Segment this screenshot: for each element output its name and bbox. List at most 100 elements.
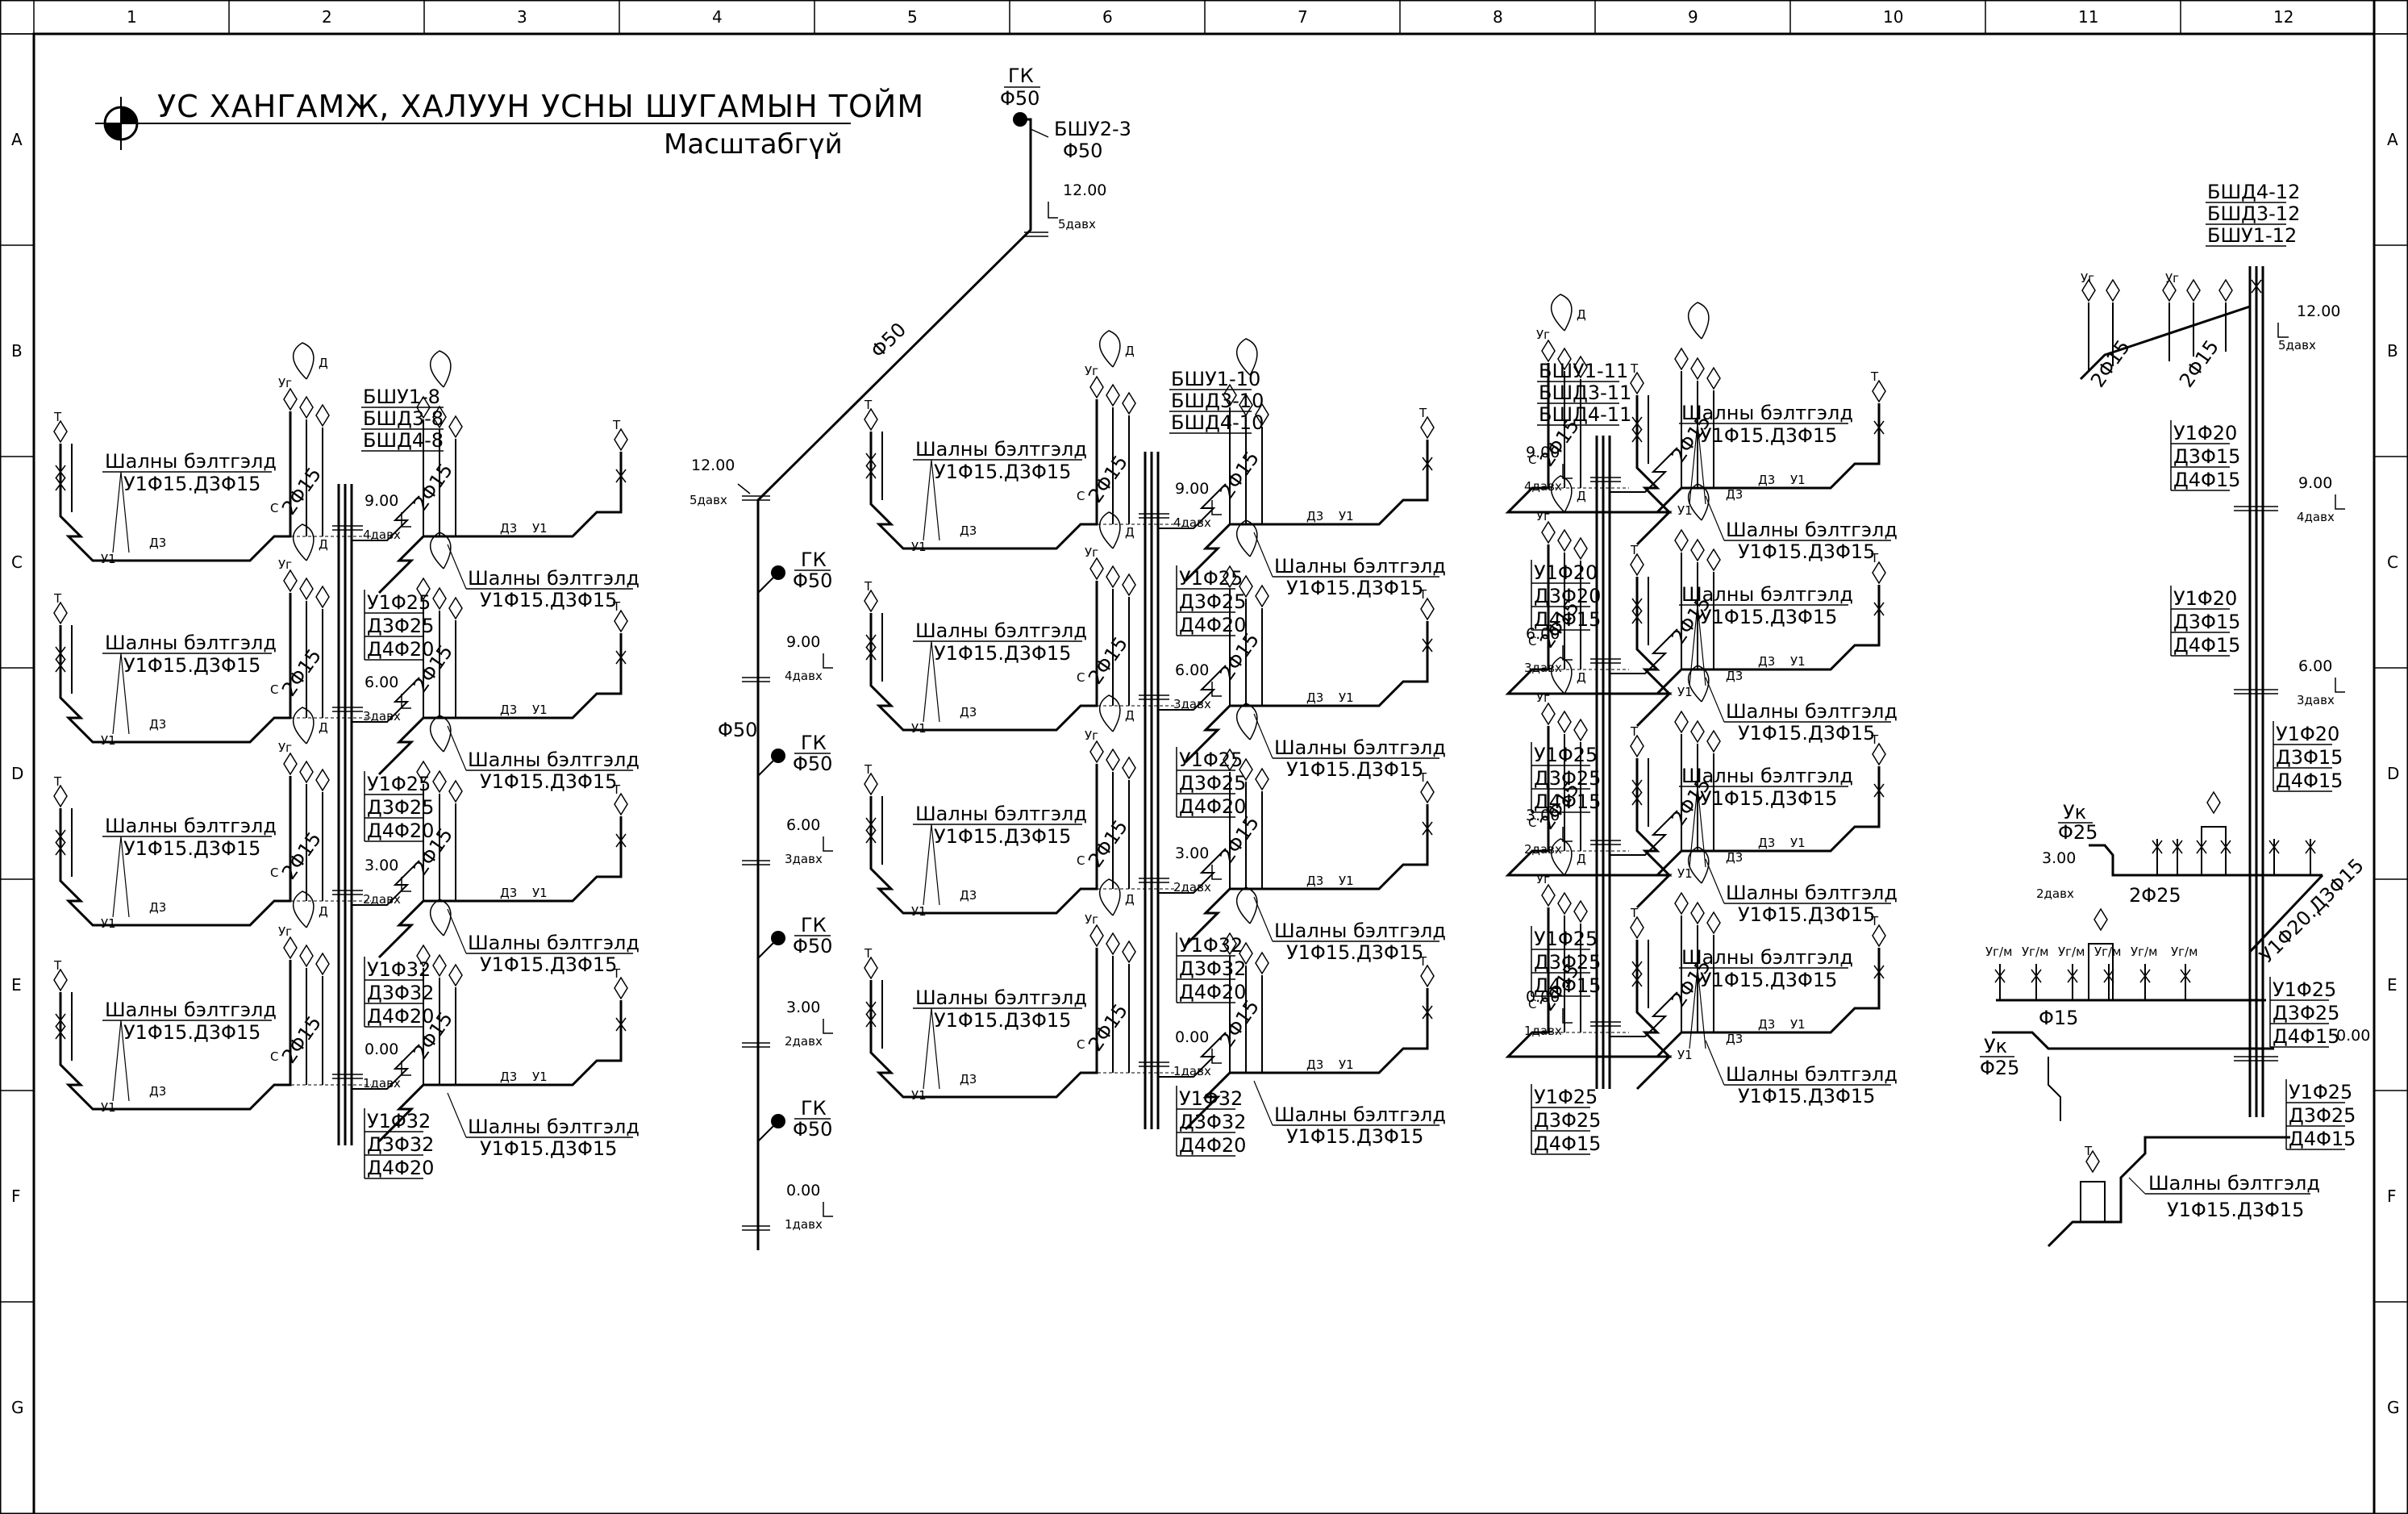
fixture-icon (1690, 538, 1705, 562)
riser-spec: Д3Φ15 (2276, 746, 2343, 769)
fixture-label: Уг (1085, 728, 1098, 743)
mid-loop (2201, 826, 2227, 875)
shower-hose-icon (1099, 694, 1121, 732)
floor-branch-right (1635, 948, 1881, 1091)
pipe-dia: 2Φ15 (1215, 995, 1264, 1051)
floor-prep-spec: У1Φ15.Д3Φ15 (934, 825, 1071, 848)
valve-icon (615, 650, 627, 665)
valve-icon (865, 465, 877, 479)
fixture-icon (614, 609, 628, 633)
pipe-tag: Д3 (1726, 487, 1743, 502)
fixture-label: С (1077, 489, 1085, 503)
fixture-icon (432, 770, 447, 794)
riser-spec: Д3Φ25 (1179, 590, 1246, 613)
fixture-icon (432, 405, 447, 429)
riser-tag: БШД4-11 (1539, 403, 1631, 426)
floor-prep-label: Шалны бэлтгэлд (1681, 402, 1853, 424)
riser-spec: Д4Φ15 (2276, 770, 2343, 792)
fixture-label: С (270, 865, 278, 880)
row-label-right: G (2387, 1398, 2400, 1417)
right-stub (1610, 991, 1678, 1037)
pipe-tag: Д3 (1306, 874, 1323, 888)
fixture-icon (1089, 924, 1104, 948)
left-level: 12.00 (691, 457, 735, 474)
fixture-icon (1239, 393, 1253, 417)
fixture-icon (1872, 379, 1886, 403)
bottom-cluster (2047, 1136, 2290, 1248)
fixture-icon (299, 395, 314, 419)
lower-loop (2088, 943, 2114, 1000)
fixture-label: Т (612, 782, 621, 797)
riser-spec: Д4Φ15 (1534, 608, 1601, 631)
pipe-dia: 2Φ15 (409, 459, 457, 515)
valve-icon (1422, 638, 1433, 653)
pipe-tag: У1 (1677, 1048, 1693, 1062)
riser-spec: Д3Φ25 (1179, 772, 1246, 795)
shower-hose-icon (1236, 703, 1258, 740)
pipe-tag: Д3 (500, 1070, 517, 1084)
fixture-icon (1573, 718, 1588, 742)
riser-spec: Д4Φ20 (1179, 614, 1246, 636)
level-marker (1211, 865, 1222, 880)
fixture-label: С (1528, 815, 1536, 830)
level-marker (823, 1202, 833, 1217)
floor-prep-label: Шалны бэлтгэлд (105, 632, 277, 654)
diag-branch (2248, 874, 2324, 953)
shower-hose-icon (1099, 330, 1121, 368)
floor-label: 2давх (785, 1034, 823, 1049)
valve-icon (2139, 969, 2151, 983)
fixture-icon (1255, 402, 1269, 427)
pipe-tag: У1 (1790, 1017, 1806, 1032)
row-label-left: C (11, 553, 23, 572)
leader-line (923, 1007, 940, 1090)
fixture-icon (1122, 756, 1136, 780)
level-tick (332, 707, 363, 712)
floor-prep-label: Шалны бэлтгэлд (1681, 583, 1853, 606)
floor-prep-spec: У1Φ15.Д3Φ15 (123, 1021, 260, 1044)
level-value: 6.00 (2298, 657, 2332, 675)
pipe-tag: Д3 (149, 536, 166, 550)
fixture-icon (283, 387, 298, 411)
floor-label: 4давх (1524, 479, 1562, 494)
fixture-icon (1573, 355, 1588, 379)
shower-hose-icon (1551, 475, 1573, 513)
gk-dia: Φ50 (793, 1118, 832, 1141)
riser-spec: У1Φ25 (1534, 928, 1598, 950)
valve-icon (2251, 279, 2262, 294)
pipe-dia: 2Φ15 (1215, 811, 1264, 867)
floor-prep-label: Шалны бэлтгэлд (915, 619, 1087, 642)
floor-prep-spec: У1Φ15.Д3Φ15 (1700, 606, 1837, 628)
fixture-icon (1706, 366, 1721, 390)
fixture-label: Уг (1536, 872, 1550, 886)
fixture-label: Уг (278, 376, 292, 390)
fixture-icon (432, 953, 447, 978)
floor-prep-spec: У1Φ15.Д3Φ15 (934, 1009, 1071, 1032)
leader-line (923, 640, 940, 723)
riser-spec: Д4Φ20 (1179, 795, 1246, 818)
right-stub (352, 860, 420, 906)
right-stub (352, 677, 420, 723)
level-tick (1139, 694, 1169, 700)
fixture-label: Уг (1085, 364, 1098, 378)
column-label: 6 (1102, 7, 1113, 27)
page-title: УС ХАНГАМЖ, ХАЛУУН УСНЫ ШУГАМЫН ТОЙМ (157, 89, 924, 124)
pipe-tag: Д3 (500, 703, 517, 717)
leader-line (1705, 1040, 1725, 1086)
fixture-icon (299, 760, 314, 784)
valve-icon (615, 833, 627, 848)
floor-branch-right (1184, 440, 1429, 582)
gk-label: ГК (801, 914, 827, 936)
fixture-label: Т (53, 774, 62, 789)
level-tick (2234, 689, 2278, 694)
level-value: 6.00 (1175, 661, 1209, 679)
level-marker (823, 836, 833, 852)
riser-spec: Д4Φ15 (1534, 974, 1601, 997)
floor-prep-label: Шалны бэлтгэлд (1681, 946, 1853, 969)
fixture-icon (1106, 383, 1120, 407)
row-label-left: B (11, 341, 23, 361)
fixture-icon (1674, 528, 1689, 553)
pipe-tag: У1 (1677, 685, 1693, 699)
